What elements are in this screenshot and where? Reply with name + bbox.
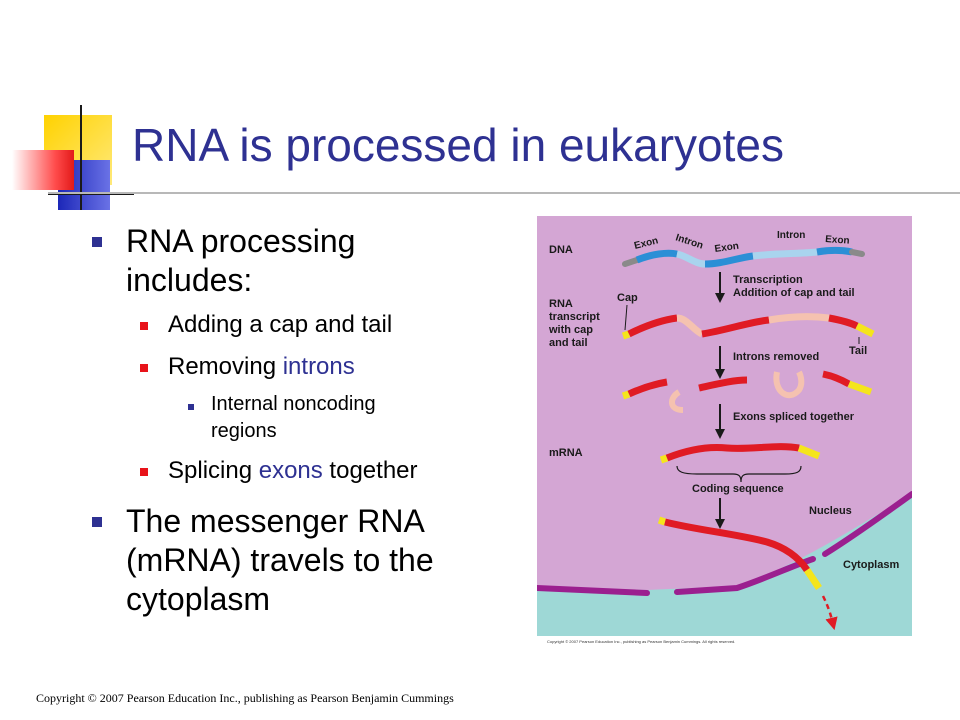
- introns-removed-stage: [621, 370, 873, 413]
- rna-tail: [855, 322, 875, 338]
- label-exons-spliced: Exons spliced together: [733, 411, 855, 423]
- bullet-2-line-3: cytoplasm: [126, 581, 271, 617]
- decor-vertical-line: [80, 105, 82, 210]
- bullet-1-line-2: includes:: [126, 262, 253, 298]
- sep-intron-2: [773, 370, 805, 399]
- label-coding-sequence: Coding sequence: [692, 483, 784, 495]
- sep-exon-3: [822, 370, 851, 388]
- label-nucleus: Nucleus: [809, 505, 852, 517]
- mrna-strand: [659, 443, 821, 464]
- slide-title: RNA is processed in eukaryotes: [132, 119, 784, 171]
- label-rna-line-2: transcript: [549, 311, 600, 323]
- sub-bullet-text: Splicing: [168, 457, 259, 484]
- cap-pointer: [624, 304, 628, 331]
- dna-exon-2: [704, 252, 754, 268]
- dna-exon-1: [635, 249, 678, 264]
- sub-bullet-cap-tail: Adding a cap and tail: [168, 311, 393, 338]
- sub-bullet-text: Removing: [168, 353, 283, 380]
- dna-exon-3: [816, 247, 853, 256]
- label-rna-line-3: with cap: [548, 324, 593, 336]
- nuclear-membrane-right: [822, 491, 912, 557]
- label-rna-line-4: and tail: [549, 337, 588, 349]
- copyright-footer: Copyright © 2007 Pearson Education Inc.,…: [36, 691, 454, 705]
- sep-tail: [847, 380, 873, 396]
- sub-bullet-marker: [140, 468, 148, 476]
- label-mrna: mRNA: [549, 447, 583, 459]
- nuclear-membrane-left: [537, 585, 650, 596]
- sub-bullet-marker: [140, 364, 148, 372]
- sub-bullet-splicing-exons: Splicing exons together: [168, 456, 418, 486]
- rna-intron-2: [768, 313, 830, 324]
- bullet-marker: [92, 517, 102, 527]
- mrna-tail: [797, 444, 821, 460]
- export-arrow: [821, 595, 838, 631]
- cytoplasm-background: [537, 494, 912, 636]
- rna-processing-figure: DNA Exon Intron Exon Intron Exon Transcr…: [537, 216, 912, 646]
- mrna-coding: [665, 443, 800, 462]
- label-exon-3: Exon: [825, 234, 850, 247]
- exit-coding: [664, 518, 810, 573]
- dna-intron-2: [752, 248, 818, 260]
- rna-intron-1: [676, 314, 704, 338]
- dna-strand: [622, 247, 865, 268]
- sub-sub-bullet-line-2: regions: [211, 420, 277, 442]
- rna-transcript: [621, 313, 875, 340]
- decor-red-square: [12, 150, 74, 190]
- label-dna: DNA: [549, 244, 573, 256]
- label-introns-removed: Introns removed: [733, 351, 819, 363]
- sub-bullet-removing-introns: Removing introns: [168, 352, 355, 382]
- label-transcription: Transcription: [733, 274, 803, 286]
- rna-cap: [621, 330, 631, 340]
- exit-cap: [657, 516, 667, 526]
- coding-sequence-bracket: [676, 465, 802, 483]
- sep-intron-1: [669, 389, 684, 413]
- sep-exon-1: [627, 378, 668, 398]
- dna-cap-gray: [622, 257, 640, 267]
- dna-intron-1: [676, 250, 706, 268]
- decor-horizontal-line: [48, 193, 134, 195]
- mrna-cap: [659, 454, 669, 464]
- sub-sub-bullet-marker: [188, 404, 194, 410]
- title-divider: [48, 192, 960, 194]
- highlight-exons: exons: [258, 457, 323, 484]
- rna-exon-2: [701, 316, 770, 338]
- rna-exon-3: [828, 314, 859, 330]
- label-intron-2: Intron: [777, 230, 805, 241]
- bullet-2-line-1: The messenger RNA: [126, 503, 425, 539]
- label-tail: Tail: [849, 345, 867, 357]
- dna-tail-gray: [849, 249, 865, 257]
- sub-sub-bullet-line-1: Internal noncoding: [211, 393, 376, 415]
- sub-bullet-text: together: [322, 457, 418, 484]
- exit-tail: [804, 568, 822, 590]
- label-add-cap-tail: Addition of cap and tail: [733, 287, 855, 299]
- bullet-marker: [92, 237, 102, 247]
- highlight-introns: introns: [282, 353, 355, 380]
- bullet-2-line-2: (mRNA) travels to the: [126, 542, 434, 578]
- label-rna-line-1: RNA: [549, 298, 573, 310]
- label-cytoplasm: Cytoplasm: [843, 559, 899, 571]
- sep-exon-2: [698, 376, 748, 392]
- exiting-mrna: [657, 516, 838, 631]
- sub-bullet-marker: [140, 322, 148, 330]
- figure-copyright: Copyright © 2007 Pearson Education Inc.,…: [547, 639, 735, 644]
- figure-footer-strip: [537, 636, 912, 646]
- sep-cap: [621, 390, 631, 400]
- rna-exon-1: [627, 314, 678, 338]
- bullet-1-line-1: RNA processing: [126, 223, 356, 259]
- nuclear-membrane-middle: [674, 556, 816, 595]
- label-cap: Cap: [617, 292, 638, 304]
- label-exon-2: Exon: [714, 241, 740, 255]
